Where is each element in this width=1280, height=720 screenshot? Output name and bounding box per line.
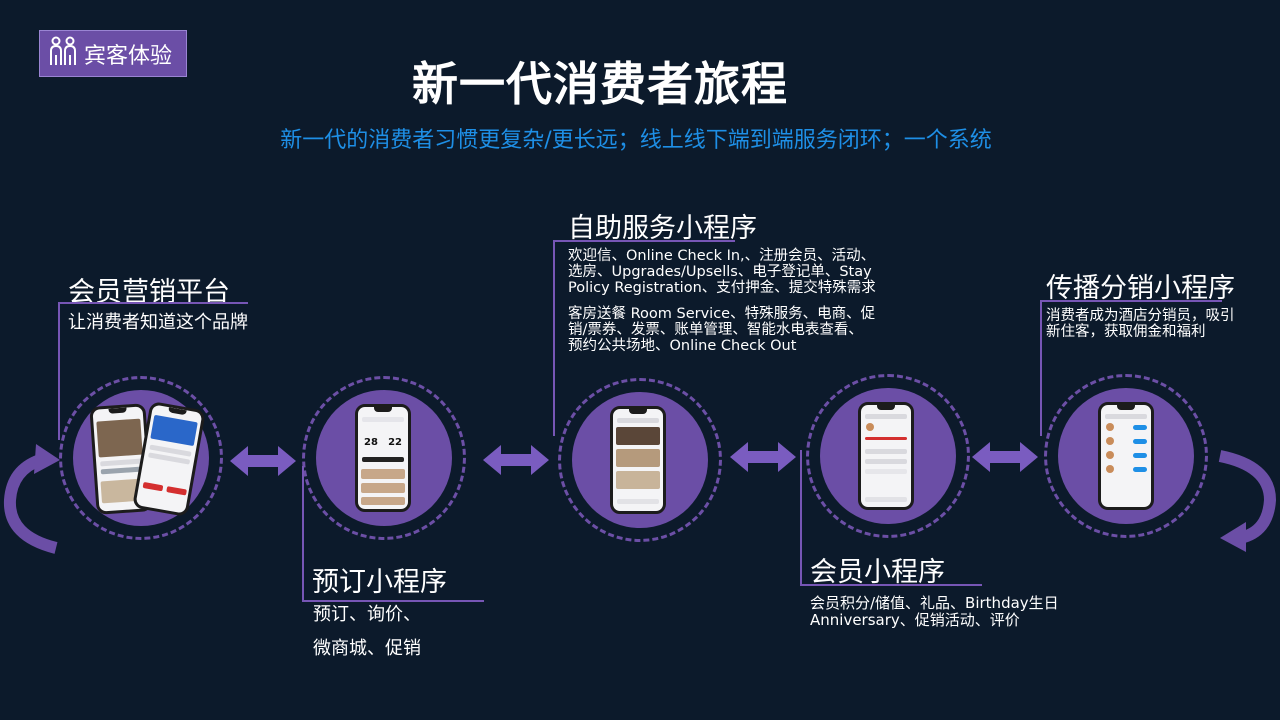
- stage-self-service-desc-line2: 选房、Upgrades/Upsells、电子登记单、Stay: [568, 264, 872, 280]
- phone-mockup: 28 22: [355, 404, 411, 512]
- stage-ring: [806, 374, 970, 538]
- page-subtitle: 新一代的消费者习惯更复杂/更长远；线上线下端到端服务闭环；一个系统: [280, 128, 992, 153]
- stage-self-service-desc-line6: 预约公共场地、Online Check Out: [568, 338, 797, 354]
- stage-distribution-desc-line1: 消费者成为酒店分销员，吸引: [1046, 308, 1235, 324]
- stage-ring: [302, 376, 466, 540]
- stage-ring: [558, 378, 722, 542]
- stage-distribution-title: 传播分销小程序: [1046, 273, 1235, 304]
- phone-mockup: [858, 402, 914, 510]
- stage-membership-desc-line2: Anniversary、促销活动、评价: [810, 611, 1020, 629]
- checkout-date: 22: [388, 437, 402, 448]
- double-arrow-icon: [483, 445, 549, 475]
- stage-booking-desc-line1: 预订、询价、: [313, 604, 421, 625]
- stage-self-service-desc-line1: 欢迎信、Online Check In,、注册会员、活动、: [568, 248, 876, 264]
- stage-ring: [59, 376, 223, 540]
- badge-label: 宾客体验: [84, 43, 173, 69]
- stage-membership-desc-line1: 会员积分/储值、礼品、Birthday生日: [810, 594, 1059, 612]
- right-curved-arrow-icon: [1218, 450, 1277, 552]
- checkin-date: 28: [364, 437, 378, 448]
- experience-badge: 宾客体验: [39, 30, 187, 77]
- stage-member-marketing-desc: 让消费者知道这个品牌: [68, 312, 248, 333]
- stage-self-service-desc-line4: 客房送餐 Room Service、特殊服务、电商、促: [568, 306, 876, 322]
- stage-self-service-title: 自助服务小程序: [568, 213, 757, 244]
- double-arrow-icon: [972, 442, 1038, 472]
- stage-booking-desc-line2: 微商城、促销: [313, 638, 421, 659]
- phone-mockup: [1098, 402, 1154, 510]
- phone-mockup: [610, 406, 666, 514]
- stage-self-service-desc-line3: Policy Registration、支付押金、提交特殊需求: [568, 280, 876, 296]
- stage-self-service-desc-line5: 销/票券、发票、账单管理、智能水电表查看、: [568, 322, 863, 338]
- double-arrow-icon: [230, 446, 296, 476]
- stage-distribution-desc-line2: 新住客，获取佣金和福利: [1046, 324, 1206, 340]
- stage-membership-title: 会员小程序: [810, 557, 945, 588]
- double-arrow-icon: [730, 442, 796, 472]
- stage-booking-title: 预订小程序: [312, 567, 447, 598]
- people-icon: [46, 35, 80, 73]
- stage-ring: [1044, 374, 1208, 538]
- page-title: 新一代消费者旅程: [412, 57, 788, 111]
- left-curved-arrow-icon: [3, 444, 60, 554]
